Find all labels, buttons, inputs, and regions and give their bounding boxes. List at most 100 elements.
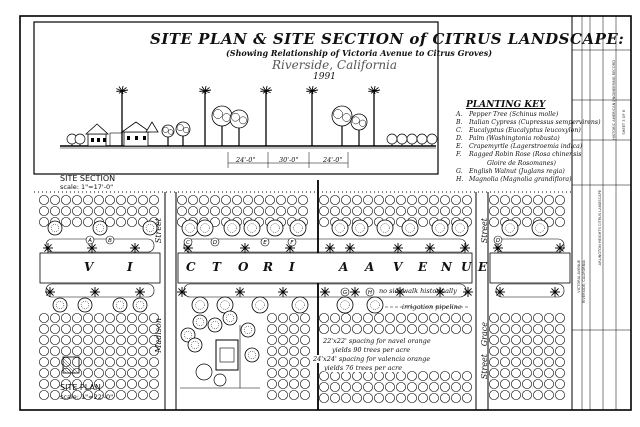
orange-tree [287,195,297,205]
orange-tree [429,313,439,323]
title-block-sheet: SHEET 3 OF 8 [622,110,626,135]
palm-frond [311,89,319,92]
orange-tree [127,313,137,323]
orange-tree [83,324,93,334]
drawing-subtitle: (Showing Relationship of Victoria Avenue… [226,48,492,58]
planting-marker-letter: A [87,238,92,244]
orange-tree [199,195,209,205]
planting-key-text: Gloire de Rosomanes) [487,159,556,167]
orange-tree [116,379,126,389]
palm-plan-center [553,290,557,294]
palm-frond [118,86,123,92]
orange-tree [116,346,126,356]
palm-plan-center [281,290,285,294]
planting-key-item: Gloire de Rosomanes) [456,160,601,168]
street-tree-detail [535,223,545,233]
orange-tree [278,335,288,345]
street-tree [196,219,214,237]
orange-tree [418,206,428,216]
orange-tree [83,368,93,378]
orange-tree [116,335,126,345]
street-tree-detail [145,223,155,233]
orange-tree [188,195,198,205]
orange-tree [105,206,115,216]
orange-tree [522,335,532,345]
orange-tree [522,379,532,389]
orange-tree [544,195,554,205]
orange-tree [243,195,253,205]
palm-plan-center [496,246,500,250]
orange-tree [116,368,126,378]
palm-plan-center [288,246,292,250]
orange-tree [462,324,472,334]
drawing-year: 1991 [313,72,336,82]
orange-tree [83,390,93,400]
avenue-letter: E [478,260,488,274]
planting-key-text: Eucalyptus (Eucalyptus leucoxylon) [469,127,581,135]
orange-tree [462,371,472,381]
orange-tree [555,368,565,378]
orange-tree-section [416,133,428,145]
orange-tree [330,393,340,403]
palm-frond [265,90,268,95]
orange-tree [105,379,115,389]
orange-tree [489,206,499,216]
orange-tree [300,324,310,334]
orange-tree [39,390,49,400]
orange-tree [61,324,71,334]
orange-tree [440,371,450,381]
orange-tree [462,195,472,205]
orange-tree [533,195,543,205]
plan-symbol-hatch [62,357,79,374]
planting-key-item: A.Pepper Tree (Schinus molle) [456,111,601,119]
palm-plan-center [133,246,137,250]
street-tree-detail [50,223,60,233]
orange-tree [298,206,308,216]
orange-tree [267,390,277,400]
orange-tree [127,346,137,356]
orange-tree-section [406,133,418,145]
street-label-grace: Grace [480,322,489,347]
orange-tree [116,324,126,334]
planting-marker-circle [105,235,115,245]
street-tree [223,219,241,237]
orange-tree [83,357,93,367]
orange-tree [533,379,543,389]
street-tree-detail [210,320,220,330]
tree-canopy-detail [183,127,190,134]
palm-frond [265,89,273,92]
palm-frond [368,88,375,92]
avenue-letter: R [263,260,273,274]
orange-tree [429,382,439,392]
orange-tree [489,335,499,345]
orange-tree [39,379,49,389]
palm-frond [121,89,129,92]
orange-tree [149,357,159,367]
orange-tree [500,313,510,323]
street-tree [376,219,394,237]
note-no-sidewalk: no sidewalk historically [379,287,457,295]
orange-tree [462,206,472,216]
street-tree [289,219,307,237]
note-valencia-spacing: 24'x24' spacing for valencia orange [313,355,431,363]
avenue-letter: V [84,260,94,274]
orange-tree [500,368,510,378]
tree-canopy-detail [231,112,240,122]
planting-key-text: Crapemyrtle (Lagerstroemia indica) [469,143,583,151]
planting-marker-letter: E [263,240,267,246]
orange-tree [440,393,450,403]
orange-tree [396,195,406,205]
orange-tree [396,393,406,403]
palm-plan-center [323,290,327,294]
orange-tree [298,195,308,205]
orange-tree [39,335,49,345]
orange-tree [407,313,417,323]
palm-frond [306,88,313,92]
orange-tree [278,368,288,378]
orange-tree [511,324,521,334]
orange-tree [300,335,310,345]
street-tree-detail [115,300,125,310]
street-tree-detail [195,317,205,327]
note-navel-yield: yields 90 trees per acre [332,346,411,354]
tree-canopy-detail [333,109,343,119]
